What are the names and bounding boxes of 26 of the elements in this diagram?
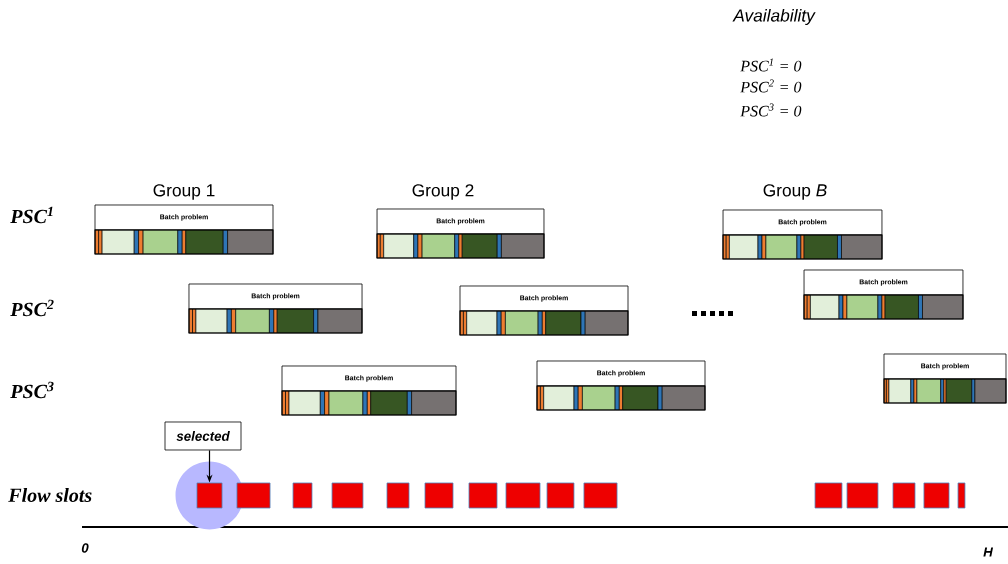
equation: PSC$^{2}$ = 0 xyxy=(740,79,802,93)
flow-slot xyxy=(236,482,271,509)
flow-slot xyxy=(923,482,950,509)
flow-slot xyxy=(292,482,313,509)
row-label: PSC$^{2}$ xyxy=(10,299,54,317)
row-label: PSC$^{1}$ xyxy=(10,206,53,224)
axis-label: 0 xyxy=(81,543,89,553)
flow-slot xyxy=(196,482,223,509)
axis-label: H xyxy=(983,547,994,557)
flow-slot xyxy=(386,482,410,509)
flow-slot xyxy=(846,482,879,509)
row-label: PSC$^{3}$ xyxy=(10,381,54,399)
flow-slot xyxy=(957,482,966,509)
flow-slot xyxy=(892,482,916,509)
equation: PSC$^{3}$ = 0 xyxy=(740,103,802,117)
row-label: Flow slots xyxy=(8,487,92,502)
heading: Availability xyxy=(732,8,816,26)
flow-slot xyxy=(424,482,454,509)
flow-slot xyxy=(468,482,498,509)
flow-slot xyxy=(505,482,541,509)
flow-slot xyxy=(814,482,843,509)
flow-slot xyxy=(546,482,575,509)
callout-box: selected xyxy=(164,421,242,451)
flow-slot xyxy=(331,482,364,509)
equation: PSC$^{1}$ = 0 xyxy=(740,58,802,72)
flow-slot xyxy=(583,482,618,509)
